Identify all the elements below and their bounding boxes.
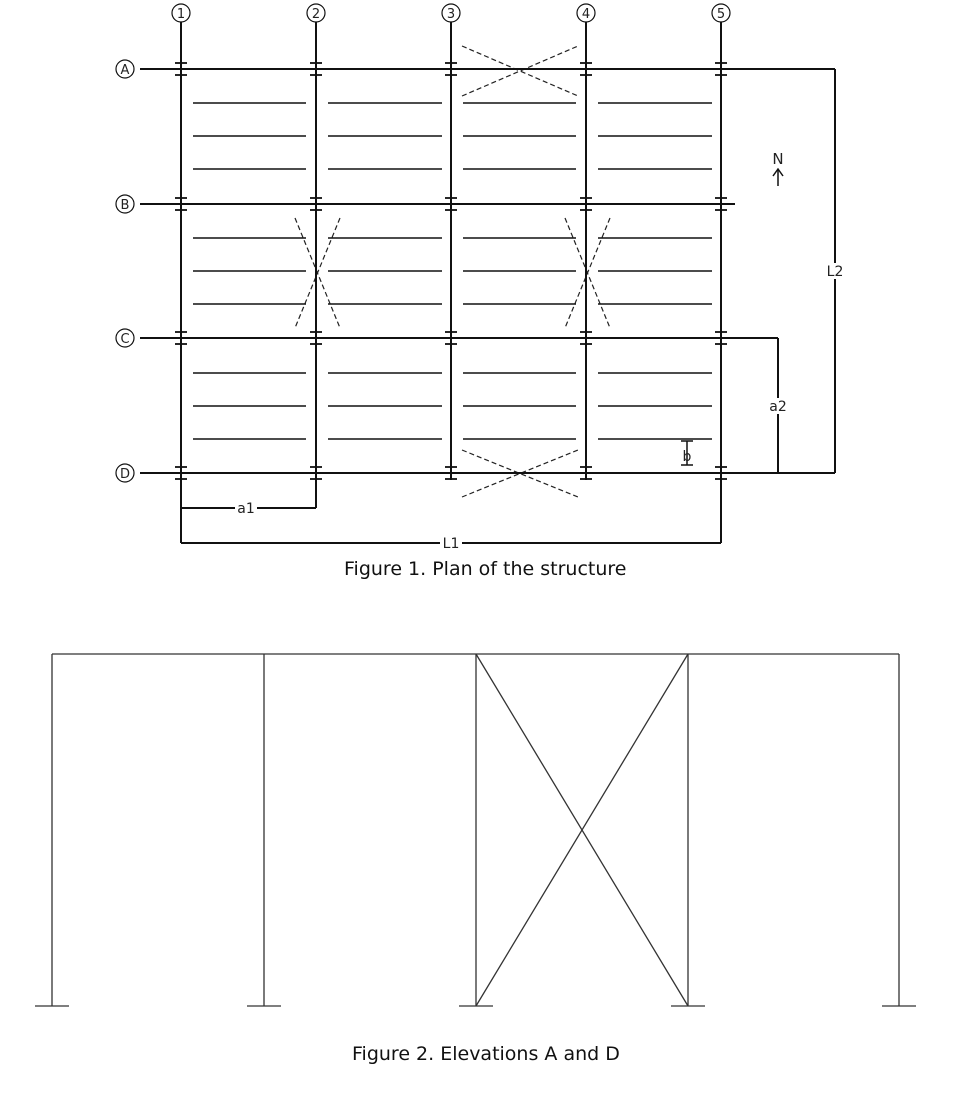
column-c5 xyxy=(715,331,727,345)
dimension-lines xyxy=(181,69,836,544)
dimension-l2-label: L2 xyxy=(827,264,844,280)
dimension-a2-label: a2 xyxy=(769,399,787,415)
column-bubble-2: 2 xyxy=(306,3,326,23)
column-c1 xyxy=(175,331,187,345)
column-label-5: 5 xyxy=(717,7,725,22)
column-a5 xyxy=(715,62,727,76)
column-c4 xyxy=(580,331,592,345)
row-label-b: B xyxy=(121,198,130,213)
row-label-d: D xyxy=(120,467,130,482)
column-label-4: 4 xyxy=(582,7,590,22)
row-label-c: C xyxy=(120,332,129,347)
column-c3 xyxy=(445,331,457,345)
figure-2-caption: Figure 2. Elevations A and D xyxy=(352,1043,620,1065)
row-bubble-a: A xyxy=(115,59,135,79)
column-bubble-4: 4 xyxy=(576,3,596,23)
column-b4 xyxy=(580,197,592,211)
row-label-a: A xyxy=(121,63,130,78)
column-label-1: 1 xyxy=(177,7,185,22)
column-bubble-3: 3 xyxy=(441,3,461,23)
column-d5 xyxy=(715,466,727,480)
column-bubble-5: 5 xyxy=(711,3,731,23)
column-bubbles: 1 2 3 4 5 xyxy=(171,3,731,23)
column-b1 xyxy=(175,197,187,211)
row-bubble-d: D xyxy=(115,463,135,483)
figure-1-caption: Figure 1. Plan of the structure xyxy=(344,558,627,580)
bracing-2-bc-diag2 xyxy=(294,217,341,329)
column-d2 xyxy=(310,466,322,480)
column-d3 xyxy=(445,466,457,480)
column-label-3: 3 xyxy=(447,7,455,22)
north-label: N xyxy=(772,150,783,168)
north-arrow: N xyxy=(772,150,784,186)
column-a1 xyxy=(175,62,187,76)
column-b5 xyxy=(715,197,727,211)
column-b3 xyxy=(445,197,457,211)
column-label-2: 2 xyxy=(312,7,320,22)
row-bubble-c: C xyxy=(115,328,135,348)
north-arrow-head xyxy=(772,167,784,177)
dimension-b-label: b xyxy=(683,449,692,465)
column-a2 xyxy=(310,62,322,76)
dimension-l1-label: L1 xyxy=(443,536,460,552)
bracing-d-34-diag2 xyxy=(461,449,579,498)
bracing-a-34-diag1 xyxy=(461,45,579,97)
column-d1 xyxy=(175,466,187,480)
plan-column-lines xyxy=(180,22,722,543)
column-d4 xyxy=(580,466,592,480)
dimension-a1-label: a1 xyxy=(237,501,255,517)
elevation-brace-2 xyxy=(475,653,689,1007)
column-a4 xyxy=(580,62,592,76)
column-b2 xyxy=(310,197,322,211)
bracing-d-34-diag1 xyxy=(461,449,579,498)
column-c2 xyxy=(310,331,322,345)
bracing-a-34-diag2 xyxy=(461,45,579,97)
column-bubble-1: 1 xyxy=(171,3,191,23)
elevation-frame xyxy=(51,653,900,1007)
plan-secondary-beams xyxy=(193,102,712,440)
plan-girders xyxy=(140,68,835,474)
row-bubble-b: B xyxy=(115,194,135,214)
plan-columns xyxy=(175,62,727,480)
bracing-4-bc-diag2 xyxy=(564,217,611,329)
dimension-labels: a1 L1 L2 a2 b xyxy=(235,263,847,552)
plan-bracing xyxy=(294,45,611,498)
column-a3 xyxy=(445,62,457,76)
row-bubbles: A B C D xyxy=(115,59,135,483)
